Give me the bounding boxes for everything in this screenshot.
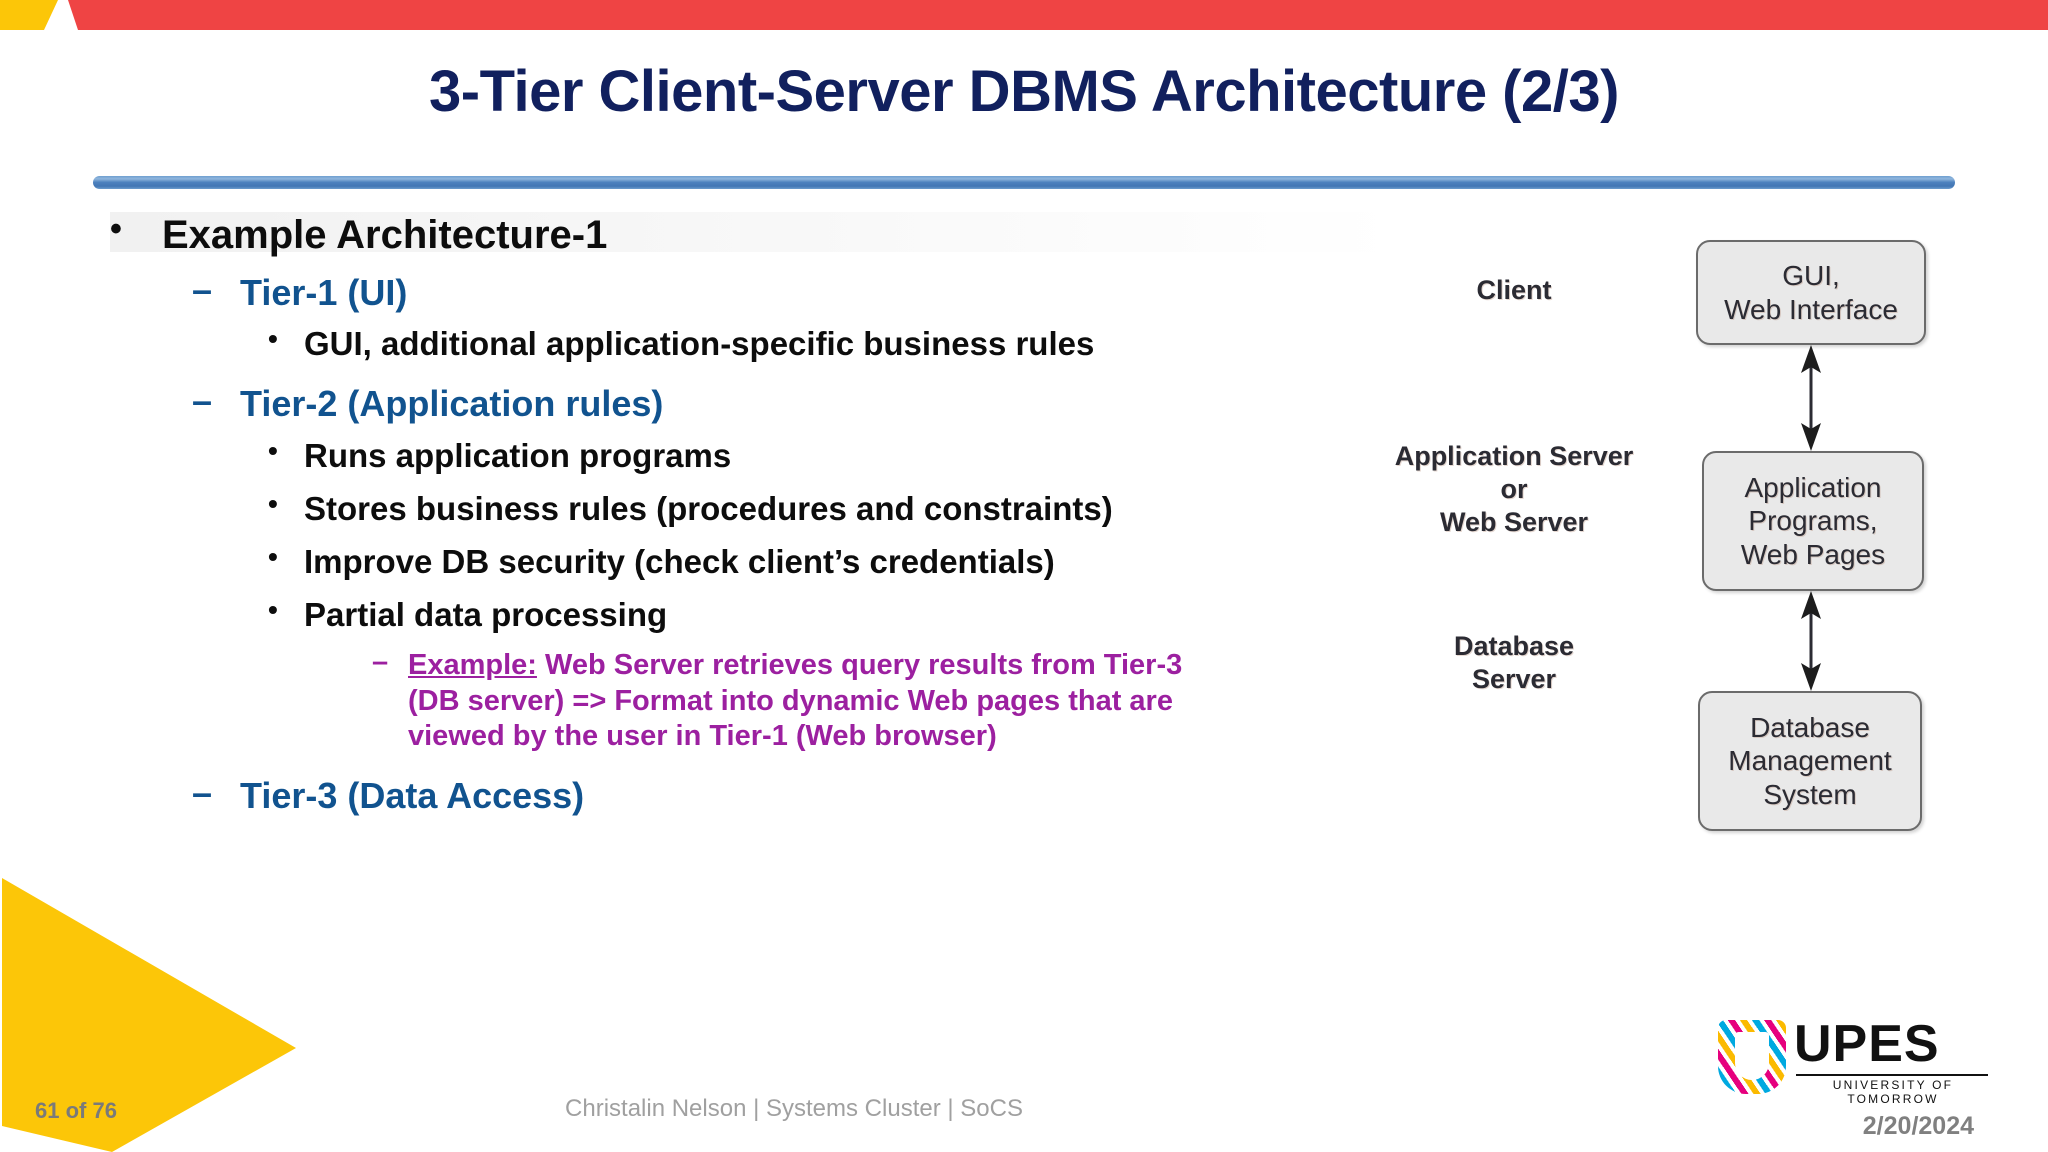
diagram-label-app-server-line-1: Application Server [1394,441,1634,471]
diagram-box-dbms-line-2: Management [1728,745,1892,777]
bullet-dot-icon: • [268,323,278,355]
bullet-label: Partial data processing [304,595,668,633]
diagram-box-gui-line-2: Web Interface [1724,293,1898,325]
bullet-example-architecture: • Example Architecture-1 [110,212,1400,258]
upes-logo: UPES UNIVERSITY OF TOMORROW [1718,1015,1990,1106]
bullet-dash-icon: – [372,646,389,679]
diagram-box-dbms-line-1: Database [1750,711,1870,743]
bullet-stores-business-rules: • Stores business rules (procedures and … [268,487,1400,528]
bullet-runs-application-programs: • Runs application programs [268,434,1400,475]
diagram-label-client: Client [1476,275,1552,305]
first-bullet-highlight-band [110,212,1400,252]
bullet-tier-2: – Tier-2 (Application rules) [192,380,1400,425]
bullet-dash-icon: – [192,269,213,310]
title-divider-bar [93,176,1955,189]
bullet-label: Example Architecture-1 [162,213,608,257]
bullet-label: Tier-3 (Data Access) [240,774,585,816]
bullet-dot-icon: • [110,210,122,248]
bullet-partial-data-processing: • Partial data processing [268,593,1400,634]
bullet-dot-icon: • [268,434,278,466]
page-number: 61 of 76 [35,1098,117,1123]
upes-tagline: UNIVERSITY OF TOMORROW [1832,1078,1954,1106]
bullet-list: • Example Architecture-1 – Tier-1 (UI) •… [0,212,1400,828]
bullet-tier-1-gui: • GUI, additional application-specific b… [268,325,1400,363]
upes-shield-icon [1718,1020,1786,1094]
bullet-label: GUI, additional application-specific bus… [304,325,1095,363]
bullet-dot-icon: • [268,487,278,519]
arrow-application-to-dbms-icon [1801,591,1821,691]
example-label: Example: [408,649,537,682]
bullet-label: Improve DB security (check client’s cred… [304,542,1055,580]
footer-credit: Christalin Nelson | Systems Cluster | So… [565,1095,1023,1122]
diagram-label-app-server-line-3: Web Server [1439,506,1589,537]
bullet-label: Tier-1 (UI) [240,272,408,313]
bullet-dash-icon: – [192,380,213,422]
arrow-gui-to-application-icon [1801,345,1821,451]
diagram-box-app-line-2: Programs, [1748,505,1878,537]
diagram-box-dbms-line-3: System [1763,778,1857,810]
bullet-dot-icon: • [268,593,278,625]
bullet-label: Stores business rules (procedures and co… [304,489,1113,527]
upes-shield-inner-cut [1735,1032,1769,1080]
bullet-label: Tier-2 (Application rules) [240,383,664,425]
three-tier-architecture-diagram: Client Application Server or Web Server … [1380,228,1980,831]
top-band-red-stripe [68,0,2048,30]
example-paragraph: Example: Web Server retrieves query resu… [408,648,1212,754]
upes-wordmark: UPES [1794,1015,1940,1073]
diagram-box-gui-line-1: GUI, [1782,259,1840,291]
diagram-label-application-server: Application Server or Web Server [1380,440,1648,539]
bullet-dash-icon: – [192,771,213,813]
diagram-box-app-line-3: Web Pages [1740,538,1886,570]
diagram-box-database-management-system: Database Management System [1698,691,1922,831]
diagram-box-gui-web-interface: GUI, Web Interface [1696,240,1926,345]
bullet-example-paragraph: – Example: Web Server retrieves query re… [372,648,1212,754]
bullet-improve-db-security: • Improve DB security (check client’s cr… [268,540,1400,581]
bullet-label: Runs application programs [304,436,732,474]
slide-date: 2/20/2024 [1862,1112,1974,1140]
diagram-label-database-server: Database Server [1380,630,1648,696]
diagram-box-application-programs: Application Programs, Web Pages [1702,451,1924,591]
bullet-tier-1: – Tier-1 (UI) [192,269,1400,314]
upes-logo-divider [1796,1074,1988,1076]
bullet-dot-icon: • [268,540,278,572]
page-title: 3-Tier Client-Server DBMS Architecture (… [429,59,1619,124]
diagram-label-db-server-line-1: Database [1453,631,1575,661]
diagram-label-db-server-line-2: Server [1471,663,1557,694]
diagram-label-app-server-line-2: or [1500,473,1528,504]
example-body: Web Server retrieves query results from … [408,649,1183,753]
bullet-tier-3: – Tier-3 (Data Access) [192,771,1400,816]
diagram-box-app-line-1: Application [1744,471,1882,503]
